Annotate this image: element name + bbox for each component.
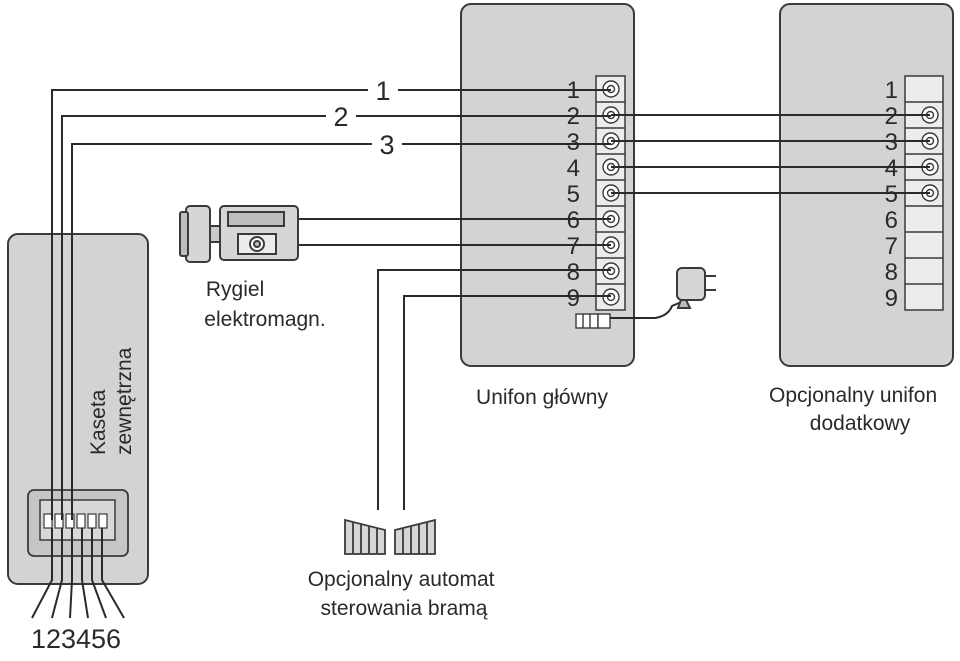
cable-number-2: 2 <box>333 102 348 132</box>
electromagnetic-lock-icon <box>179 205 299 263</box>
main-terminal-9: 9 <box>567 285 580 312</box>
wire-out-3 <box>69 528 73 619</box>
outdoor-screw-terminals <box>43 513 108 529</box>
outdoor-wire-numbers: 123456 <box>31 624 121 654</box>
outdoor-terminal-block <box>27 489 129 557</box>
cable-numbers: 1 2 3 <box>333 76 394 160</box>
optional-terminal-7: 7 <box>885 233 898 260</box>
optional-screw-terminals <box>921 106 939 202</box>
optional-unit: 1 2 3 4 5 6 7 8 9 <box>779 3 954 367</box>
optional-terminal-2: 2 <box>885 103 898 130</box>
wire-out-4 <box>81 528 89 619</box>
main-terminal-7: 7 <box>567 233 580 260</box>
main-terminal-numbers: 1 2 3 4 5 6 7 8 9 <box>567 77 580 312</box>
gate-label: Opcjonalny automat sterowania bramą <box>308 568 501 620</box>
wires <box>31 89 930 619</box>
wire-gate-8 <box>377 269 611 510</box>
gate-icon <box>344 518 436 555</box>
main-terminal-5: 5 <box>567 181 580 208</box>
wire-adapter <box>610 299 687 319</box>
power-adapter-icon <box>676 267 716 309</box>
wire-2 <box>61 115 611 520</box>
cable-number-3: 3 <box>379 130 394 160</box>
outdoor-unit: Kaseta zewnętrzna <box>7 233 149 585</box>
optional-terminal-9: 9 <box>885 285 898 312</box>
wire-out-5 <box>91 528 107 619</box>
main-terminal-6: 6 <box>567 207 580 234</box>
wire-3 <box>71 143 611 520</box>
wire-out-1 <box>31 528 53 619</box>
outdoor-unit-label: Kaseta zewnętrzna <box>87 347 136 455</box>
optional-terminal-5: 5 <box>885 181 898 208</box>
wire-out-2 <box>51 528 63 619</box>
main-power-connector <box>575 313 611 329</box>
optional-terminal-3: 3 <box>885 129 898 156</box>
optional-terminal-4: 4 <box>885 155 898 182</box>
wire-1 <box>51 89 611 520</box>
optional-terminal-6: 6 <box>885 207 898 234</box>
lock-label: Rygiel elektromagn. <box>204 278 325 331</box>
main-terminal-4: 4 <box>567 155 580 182</box>
cable-number-1: 1 <box>375 76 390 106</box>
optional-terminal-8: 8 <box>885 259 898 286</box>
wire-gate-9 <box>403 295 611 510</box>
main-terminal-3: 3 <box>567 129 580 156</box>
optional-unit-label: Opcjonalny unifon dodatkowy <box>769 384 943 435</box>
main-unit: 1 2 3 4 5 6 7 8 9 <box>460 3 635 367</box>
optional-terminal-1: 1 <box>885 77 898 104</box>
wire-out-6 <box>101 528 125 619</box>
main-unit-label: Unifon główny <box>476 386 608 409</box>
main-terminal-8: 8 <box>567 259 580 286</box>
optional-terminal-numbers: 1 2 3 4 5 6 7 8 9 <box>885 77 898 312</box>
